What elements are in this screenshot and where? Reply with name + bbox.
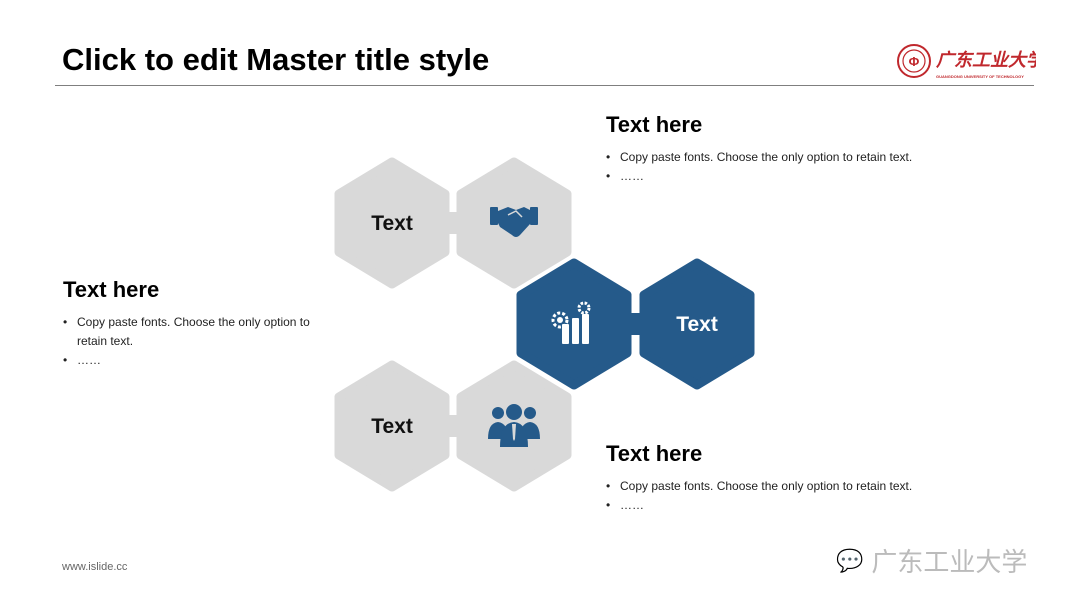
hex-label: Text [371,415,413,438]
block-heading[interactable]: Text here [63,277,160,302]
text-block-left: Text here Copy paste fonts. Choose the o… [63,277,343,370]
watermark-text: 广东工业大学 [871,547,1028,577]
bullet[interactable]: Copy paste fonts. Choose the only option… [606,148,912,167]
hexagon[interactable] [334,360,450,492]
block-heading[interactable]: Text here [606,441,703,466]
hex-label: Text [371,212,413,235]
wechat-icon: 💬 [836,547,864,573]
watermark: 💬 广东工业大学 [836,542,1027,579]
text-block-bottom: Text here Copy paste fonts. Choose the o… [606,441,912,515]
bullet[interactable]: Copy paste fonts. Choose the only option… [63,313,343,351]
chart-gears-icon [551,301,591,344]
svg-text:Φ: Φ [909,54,920,69]
hex-label: Text [676,313,718,336]
block-heading[interactable]: Text here [606,112,703,137]
logo-text: 广东工业大学 [936,50,1036,70]
bullet[interactable]: …… [63,351,343,370]
hexagon[interactable] [639,258,755,390]
footer-url[interactable]: www.islide.cc [62,561,128,573]
university-logo: Φ 广东工业大学 GUANGDONG UNIVERSITY OF TECHNOL… [896,42,1047,82]
text-block-top: Text here Copy paste fonts. Choose the o… [606,112,912,186]
bullet[interactable]: …… [606,167,912,186]
title-divider [55,85,1034,86]
handshake-icon [490,207,538,237]
logo-subtext: GUANGDONG UNIVERSITY OF TECHNOLOGY [936,74,1024,79]
hexagon[interactable] [334,157,450,289]
bullet[interactable]: Copy paste fonts. Choose the only option… [606,477,912,496]
slide-title[interactable]: Click to edit Master title style [62,42,490,77]
bullet[interactable]: …… [606,496,912,515]
team-icon [488,404,540,447]
